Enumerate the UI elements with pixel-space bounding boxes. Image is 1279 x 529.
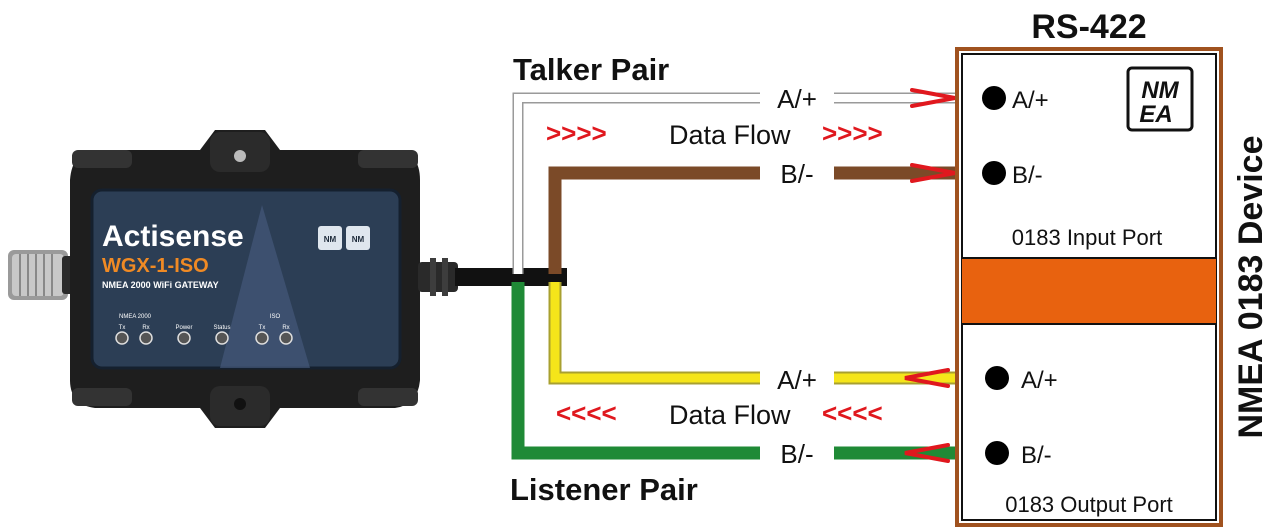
gateway-device: Actisense WGX-1-ISO NMEA 2000 WiFi GATEW… — [8, 130, 458, 428]
listener-flow-text: Data Flow — [669, 400, 791, 430]
svg-text:EA: EA — [1139, 101, 1172, 128]
nmea0183-device: NM EA A/+ B/- 0183 Input Port A/+ B/- 01… — [955, 47, 1223, 527]
talker-data-flow: >>>> Data Flow >>>> — [546, 118, 883, 150]
input-pin-a-icon — [982, 86, 1006, 110]
output-pin-a-label: A/+ — [1021, 367, 1058, 394]
led-row: Tx Rx Power Status Tx Rx — [115, 325, 293, 345]
led-group-nmea2000: NMEA 2000 — [119, 314, 152, 320]
mount-hole-top-icon — [234, 150, 246, 162]
led-icon — [255, 331, 269, 345]
led-label: Power — [175, 325, 192, 331]
led-group-iso: ISO — [270, 314, 281, 320]
input-pin-b-icon — [982, 161, 1006, 185]
wiring — [455, 92, 993, 460]
listener-b-label: B/- — [780, 439, 813, 469]
input-pin-a-label: A/+ — [1012, 87, 1049, 114]
talker-flow-text: Data Flow — [669, 120, 791, 150]
input-port-name: 0183 Input Port — [1012, 225, 1162, 250]
flow-arrows-right-icon: >>>> — [822, 118, 883, 148]
led-label: Tx — [259, 325, 266, 331]
flow-arrows — [904, 88, 956, 463]
led-label: Rx — [142, 325, 149, 331]
mount-hole-bottom-icon — [234, 398, 246, 410]
flow-arrows-left-icon: <<<< — [822, 398, 883, 428]
gateway-model: WGX-1-ISO — [102, 255, 209, 277]
talker-pair-title: Talker Pair — [513, 52, 669, 87]
output-pin-b-icon — [985, 441, 1009, 465]
device-side-label: NMEA 0183 Device — [1232, 135, 1270, 438]
output-pin-a-icon — [985, 366, 1009, 390]
svg-text:NM: NM — [1141, 77, 1179, 104]
led-label: Status — [213, 325, 230, 331]
cable-gland — [418, 258, 458, 296]
svg-text:NM: NM — [352, 235, 365, 244]
flow-arrows-right-icon: >>>> — [546, 118, 607, 148]
flow-arrows-left-icon: <<<< — [556, 398, 617, 428]
arrow-left-icon — [904, 443, 950, 463]
led-icon — [177, 331, 191, 345]
gateway-faceplate — [90, 188, 402, 370]
gateway-brand: Actisense — [102, 220, 244, 253]
gateway-subtitle: NMEA 2000 WiFi GATEWAY — [102, 280, 219, 290]
wire-talker-b — [548, 166, 760, 274]
wire-listener-a — [548, 282, 760, 385]
led-icon — [139, 331, 153, 345]
m12-connector — [8, 250, 80, 300]
input-pin-b-label: B/- — [1012, 162, 1043, 189]
listener-data-flow: <<<< Data Flow <<<< — [556, 398, 883, 430]
talker-b-label: B/- — [780, 159, 813, 189]
gateway-nmea-badge-icon: NM NM — [318, 226, 370, 250]
led-icon — [115, 331, 129, 345]
nmea-logo-icon: NM EA — [1126, 66, 1194, 132]
led-icon — [279, 331, 293, 345]
output-pin-b-label: B/- — [1021, 442, 1052, 469]
device-divider — [962, 258, 1216, 324]
led-label: Rx — [282, 325, 289, 331]
arrow-left-icon — [904, 368, 950, 388]
led-icon — [215, 331, 229, 345]
led-label: Tx — [119, 325, 126, 331]
listener-a-label: A/+ — [777, 365, 817, 395]
listener-pair-title: Listener Pair — [510, 472, 698, 507]
main-cable — [455, 268, 567, 286]
talker-a-label: A/+ — [777, 84, 817, 114]
wire-listener-b — [511, 282, 760, 460]
output-port-name: 0183 Output Port — [1005, 492, 1173, 517]
svg-text:NM: NM — [324, 235, 337, 244]
rs422-title: RS-422 — [1031, 8, 1146, 46]
